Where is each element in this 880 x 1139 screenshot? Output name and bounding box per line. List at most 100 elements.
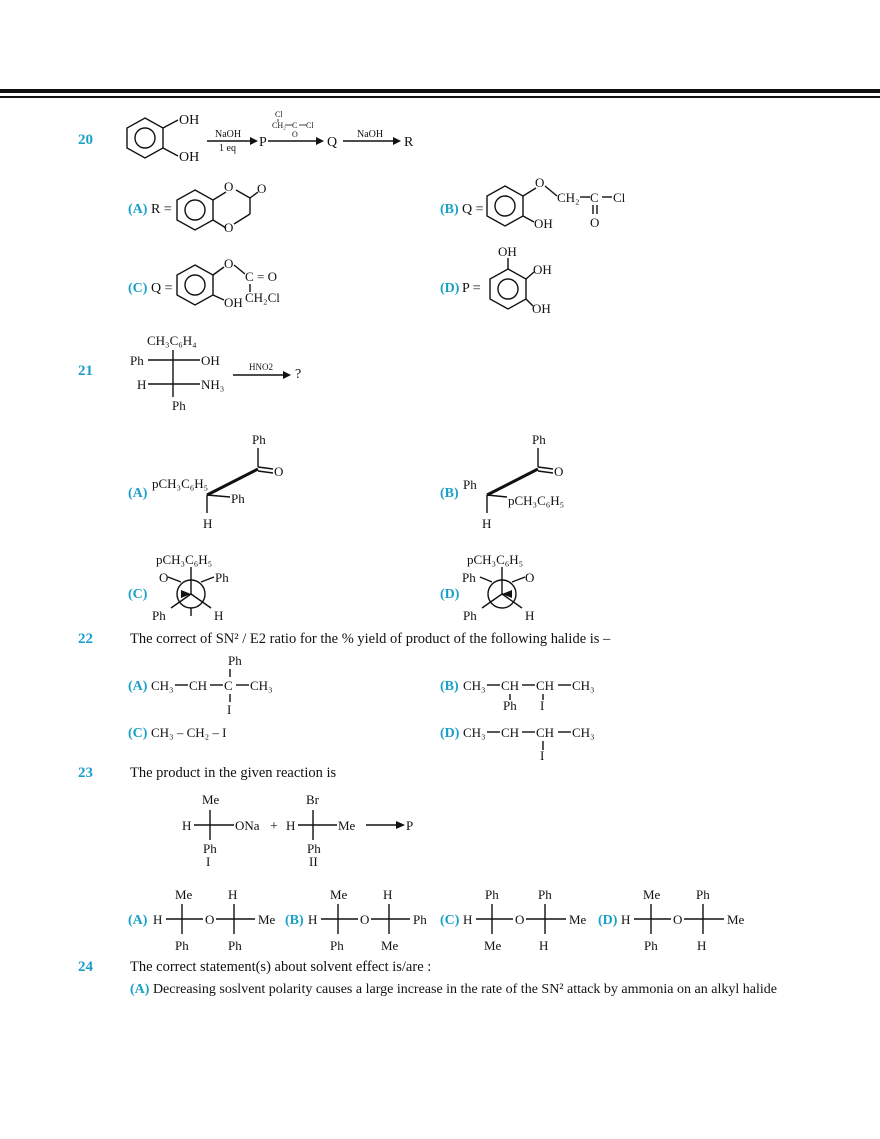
- svg-text:pCH₃C₆H₅: pCH₃C₆H₅: [508, 493, 564, 508]
- svg-text:OH: OH: [179, 113, 199, 128]
- svg-text:Ph: Ph: [462, 570, 476, 585]
- svg-text:(D): (D): [440, 587, 460, 602]
- header-rule-thin: [0, 96, 880, 98]
- q22-option-a[interactable]: (A) CH₃ CH C CH₃ Ph I: [0, 0, 400, 717]
- svg-text:OH: OH: [224, 295, 243, 310]
- svg-text:OH: OH: [201, 353, 220, 368]
- svg-text:Me: Me: [258, 912, 276, 927]
- svg-text:Ph: Ph: [463, 608, 477, 623]
- svg-text:(D): (D): [598, 913, 618, 928]
- svg-text:NaOH: NaOH: [357, 129, 383, 140]
- svg-text:Ph: Ph: [215, 570, 229, 585]
- svg-text:O: O: [554, 464, 563, 479]
- svg-text:H: H: [697, 938, 706, 953]
- svg-text:Me: Me: [202, 792, 220, 807]
- svg-text:O: O: [274, 464, 283, 479]
- svg-text:H: H: [463, 912, 472, 927]
- svg-text:OH: OH: [534, 216, 553, 231]
- svg-text:H: H: [482, 516, 491, 531]
- svg-text:O: O: [292, 130, 298, 139]
- q21-option-a[interactable]: (A) Ph O pCH₃C₆H₅ Ph H: [0, 0, 400, 531]
- svg-text:Cl: Cl: [275, 110, 283, 119]
- svg-text:H: H: [214, 608, 223, 623]
- svg-text:O: O: [257, 181, 266, 196]
- svg-text:O: O: [515, 912, 524, 927]
- svg-text:CH₂: CH₂: [557, 190, 580, 205]
- svg-text:(A): (A): [128, 679, 148, 694]
- svg-text:H: H: [621, 912, 630, 927]
- q21-option-d[interactable]: (D) pCH₃C₆H₅ Ph O Ph H: [0, 0, 880, 623]
- svg-text:Me: Me: [643, 887, 661, 902]
- q23-option-d[interactable]: (D) Me H O Ph Me Ph H: [0, 0, 880, 953]
- svg-text:(C): (C): [128, 281, 148, 296]
- question-number: 22: [78, 631, 93, 647]
- svg-text:H: H: [153, 912, 162, 927]
- option-text: Decreasing soslvent polarity causes a la…: [152, 982, 777, 997]
- svg-text:CH₂Cl: CH₂Cl: [245, 290, 280, 305]
- svg-text:CH₃: CH₃: [572, 678, 595, 693]
- question-number: 20: [78, 132, 93, 148]
- svg-text:CH₃: CH₃: [151, 678, 174, 693]
- q22-option-c[interactable]: (C) CH₃ – CH₂ – I: [0, 0, 300, 741]
- svg-text:Me: Me: [338, 818, 356, 833]
- svg-text:(A): (A): [128, 202, 148, 217]
- svg-text:Ph: Ph: [252, 432, 266, 447]
- svg-text:Cl: Cl: [306, 121, 314, 130]
- q21-option-b[interactable]: (B) Ph O Ph pCH₃C₆H₅ H: [0, 0, 880, 531]
- q20-option-c[interactable]: (C) Q = O C = O CH₂Cl OH: [0, 0, 300, 310]
- svg-text:CH₃: CH₃: [463, 725, 486, 740]
- svg-text:Ph: Ph: [175, 938, 189, 953]
- svg-text:CH: CH: [189, 678, 207, 693]
- svg-text:= O: = O: [257, 269, 277, 284]
- svg-text:+: +: [270, 819, 278, 834]
- svg-text:O: O: [224, 256, 233, 271]
- svg-text:CH₃: CH₃: [250, 678, 273, 693]
- svg-text:H: H: [383, 887, 392, 902]
- svg-text:Ph: Ph: [231, 491, 245, 506]
- svg-text:CH₃: CH₃: [572, 725, 595, 740]
- svg-text:CH: CH: [501, 725, 519, 740]
- svg-text:(B): (B): [440, 679, 459, 694]
- svg-text:Br: Br: [306, 792, 320, 807]
- q20-option-d[interactable]: (D) P = OH OH OH: [0, 0, 880, 316]
- svg-text:CH: CH: [501, 678, 519, 693]
- svg-text:Ph: Ph: [130, 353, 144, 368]
- svg-text:?: ?: [295, 367, 301, 382]
- svg-text:H: H: [539, 938, 548, 953]
- svg-text:(A): (A): [128, 486, 148, 501]
- svg-text:C: C: [292, 121, 297, 130]
- svg-text:Ph: Ph: [503, 698, 517, 713]
- svg-text:Me: Me: [381, 938, 399, 953]
- q23-option-b[interactable]: (B) Me H O H Ph Ph Me: [0, 0, 460, 953]
- q21-option-c[interactable]: (C) pCH₃C₆H₅ O Ph Ph H: [0, 0, 400, 623]
- svg-text:O: O: [525, 570, 534, 585]
- svg-text:Q =: Q =: [462, 202, 484, 217]
- svg-text:H: H: [182, 818, 191, 833]
- q23-option-a[interactable]: (A) Me H O H Me Ph Ph: [0, 0, 320, 953]
- q23-reaction: Me H ONa Ph I + Br H Me Ph II P: [182, 792, 413, 869]
- svg-text:Ph: Ph: [228, 653, 242, 668]
- q20-option-b[interactable]: (B) Q = O CH₂ C Cl O OH: [0, 0, 880, 231]
- q22-option-b[interactable]: (B) CH₃ CH CH CH₃ Ph I: [0, 0, 880, 713]
- q20-option-a[interactable]: (A) R = O O O: [0, 0, 300, 235]
- svg-text:CH: CH: [536, 678, 554, 693]
- svg-text:H: H: [525, 608, 534, 623]
- svg-text:NH₃: NH₃: [201, 377, 224, 392]
- header-rule-thick: [0, 89, 880, 93]
- svg-text:C: C: [590, 190, 599, 205]
- svg-text:Ph: Ph: [152, 608, 166, 623]
- svg-text:Ph: Ph: [330, 938, 344, 953]
- svg-text:Ph: Ph: [172, 398, 186, 413]
- question-text: The product in the given reaction is: [130, 765, 337, 781]
- svg-text:Q =: Q =: [151, 281, 173, 296]
- q23-option-c[interactable]: (C) Ph H O Ph Me Me H: [0, 0, 620, 953]
- svg-text:Me: Me: [330, 887, 348, 902]
- svg-text:H: H: [203, 516, 212, 531]
- svg-text:Ph: Ph: [413, 912, 427, 927]
- svg-text:(B): (B): [285, 913, 304, 928]
- svg-text:R =: R =: [151, 202, 172, 217]
- svg-text:P: P: [406, 818, 413, 833]
- question-text: The correct of SN² / E2 ratio for the % …: [130, 631, 611, 647]
- q24-option-a[interactable]: (A) Decreasing soslvent polarity causes …: [130, 982, 777, 998]
- q22-option-d[interactable]: (D) CH₃ CH CH CH₃ I: [0, 0, 880, 763]
